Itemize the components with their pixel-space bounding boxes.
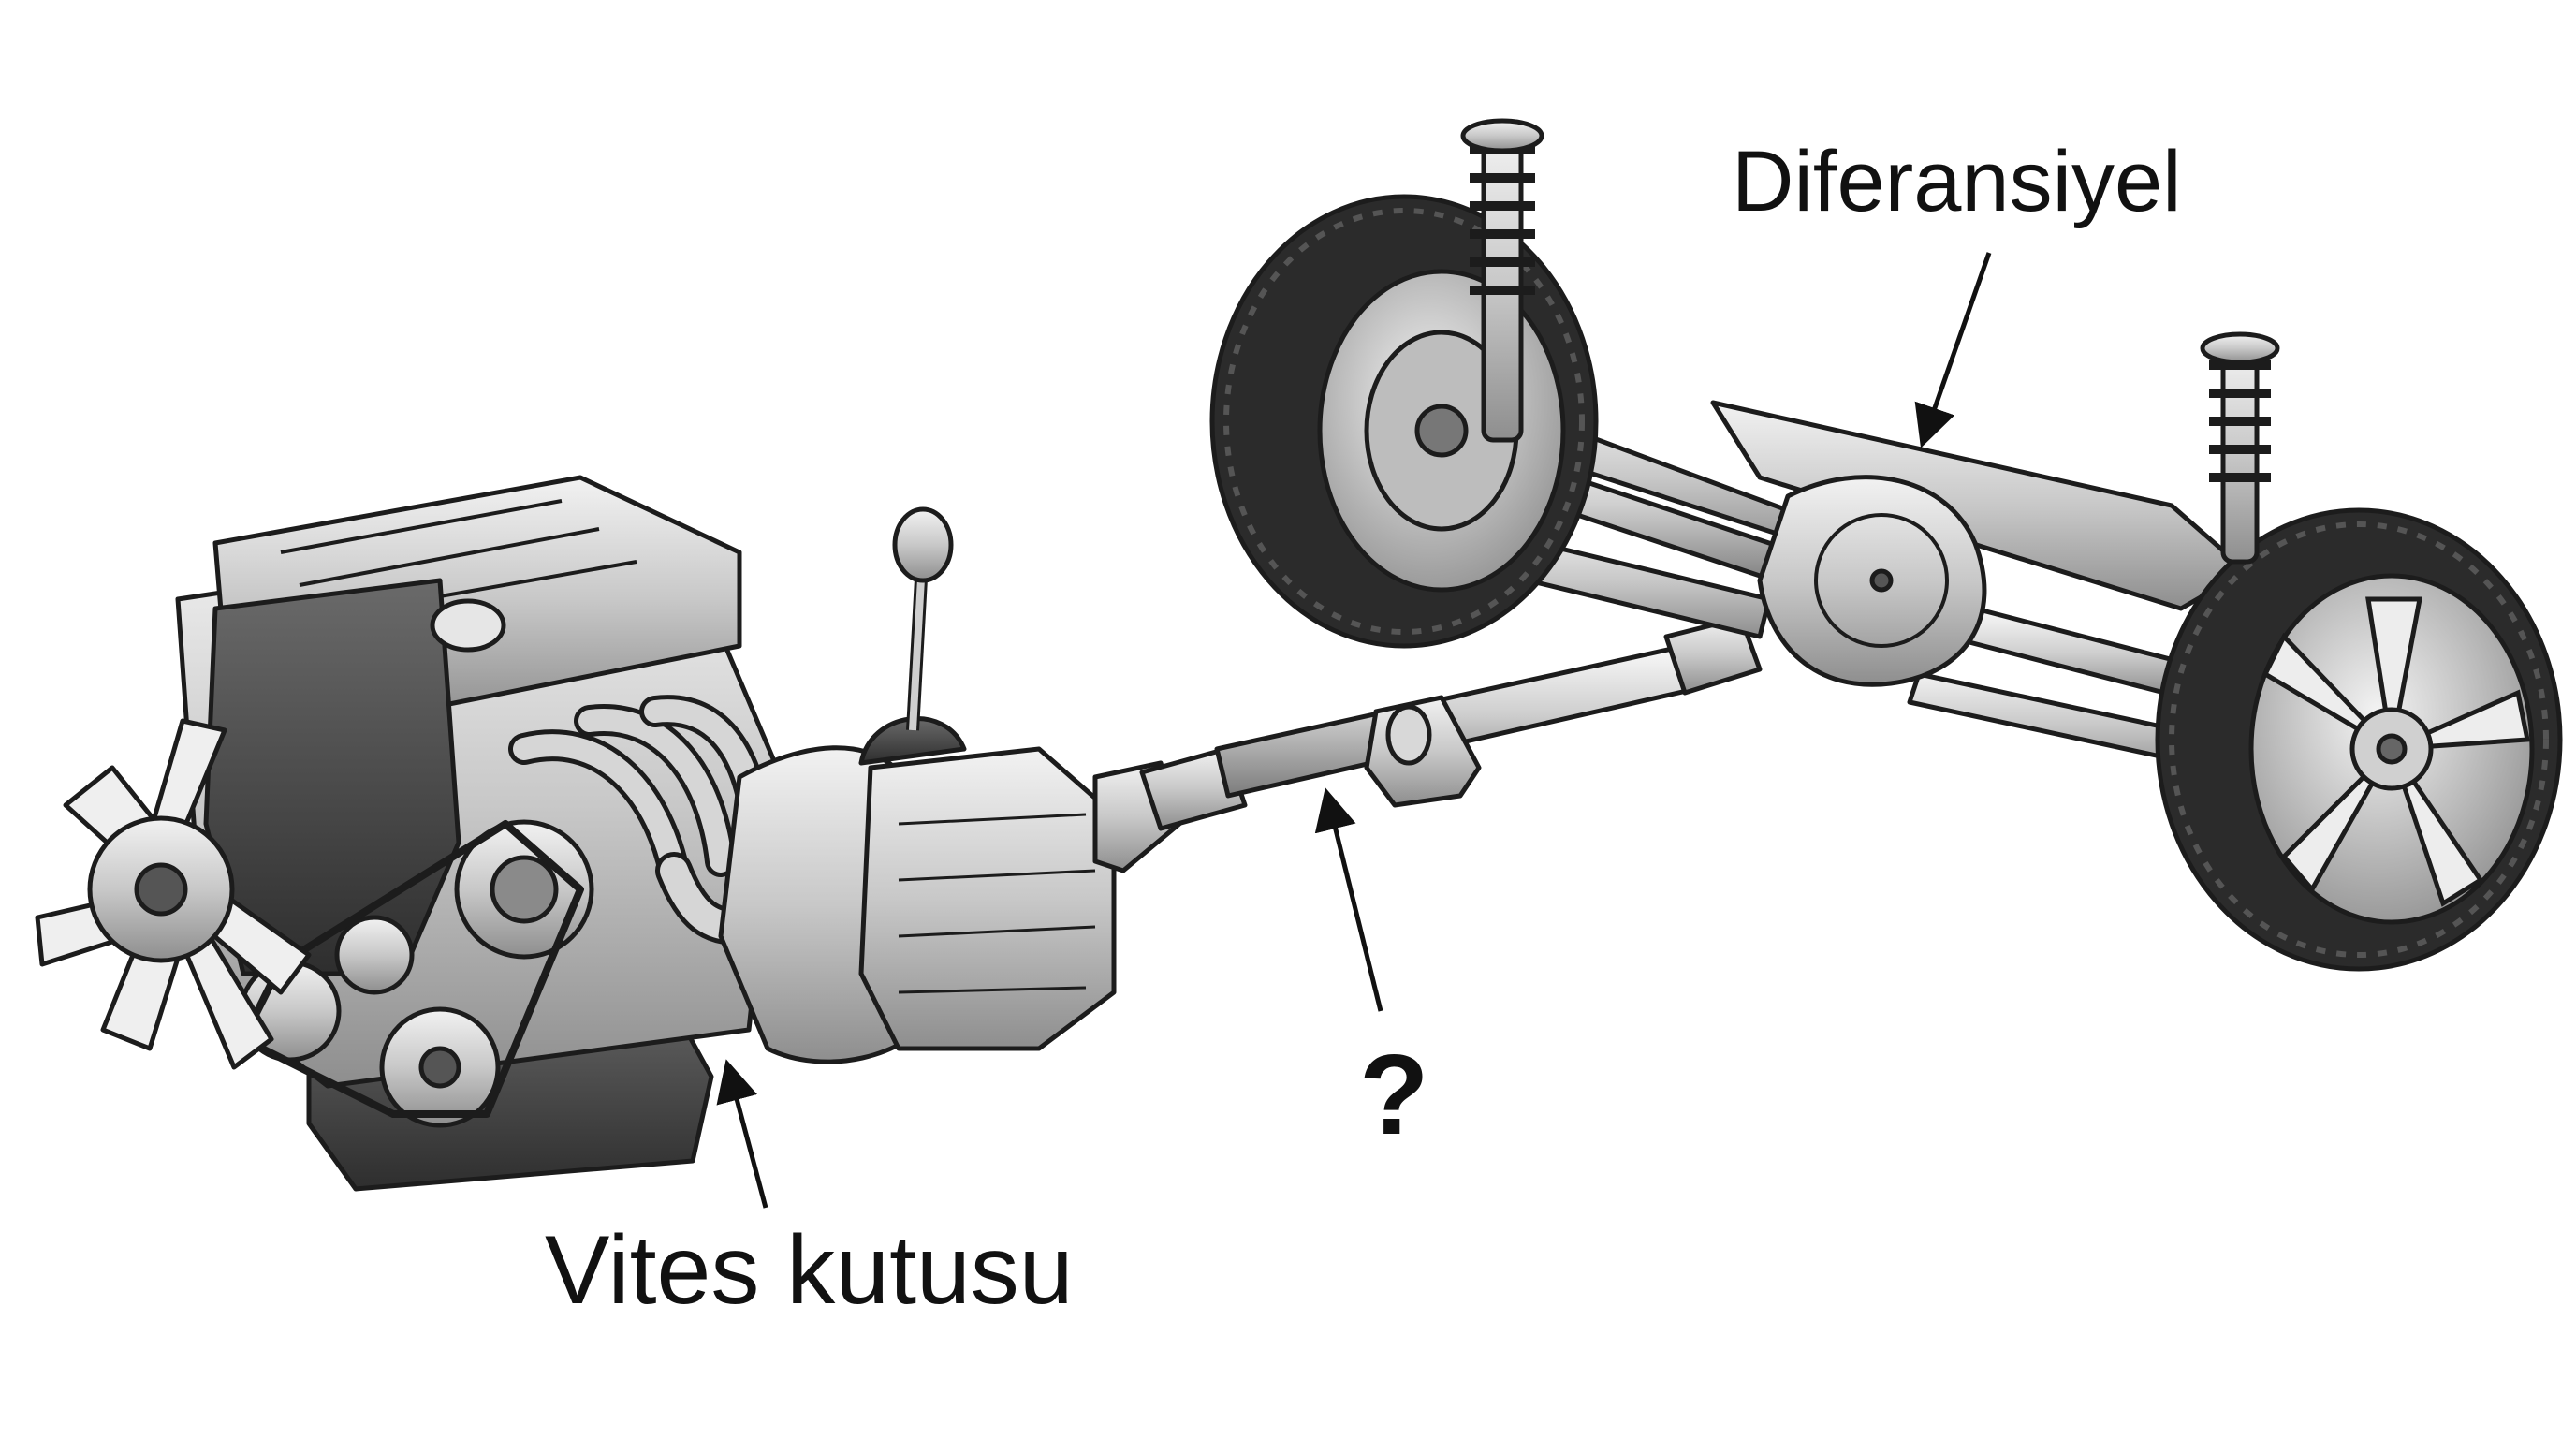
front-universal-joint	[1139, 746, 1248, 831]
left-rear-wheel	[1209, 194, 1599, 649]
engine	[35, 475, 780, 1192]
gearbox	[718, 506, 1182, 1064]
shift-knob	[892, 506, 954, 583]
driveshaft	[1139, 615, 1763, 831]
right-rear-wheel	[2155, 507, 2563, 972]
unknown-part-label: ?	[1359, 1031, 1429, 1158]
idler-pulley	[334, 915, 415, 995]
right-coil-spring-strut	[2200, 331, 2280, 565]
oil-filler-cap	[430, 598, 506, 653]
left-coil-spring-strut	[1460, 118, 1544, 443]
gearbox-arrow	[716, 1059, 768, 1209]
gearbox-label: Vites kutusu	[545, 1216, 1074, 1325]
differential-label: Diferansiyel	[1732, 134, 2182, 229]
right-rim-spokes	[2261, 596, 2531, 907]
driveshaft-question-arrow	[1314, 787, 1383, 1012]
cooling-fan	[35, 718, 312, 1070]
differential-arrow	[1914, 252, 1992, 448]
callout-arrows	[716, 252, 1992, 1209]
gearbox-case	[858, 746, 1117, 1051]
